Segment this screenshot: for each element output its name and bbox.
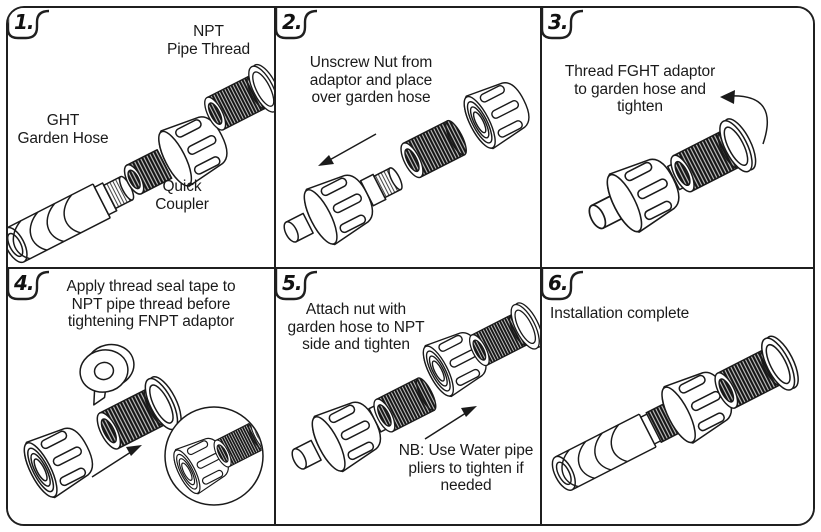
label-npt-pipe-thread: NPT Pipe Thread: [166, 23, 251, 58]
direction-arrow: [318, 133, 377, 166]
installation-complete-illustration: [546, 330, 806, 495]
hose-coupler-drawing: [280, 164, 403, 250]
step-panel-5: 5. Attach nut with garden hose to NPT si…: [276, 269, 542, 524]
step-panel-2: 2. Unscrew Nut from adaptor and place ov…: [276, 8, 542, 269]
direction-arrow: [91, 445, 142, 478]
step-badge: 2.: [276, 8, 320, 42]
step-badge-tab: [8, 8, 50, 40]
instruction-text: Thread FGHT adaptor to garden hose and t…: [564, 63, 716, 116]
assembled-inset: [164, 406, 264, 506]
unscrew-nut-illustration: [280, 72, 538, 250]
step-badge-tab: [542, 269, 584, 301]
final-assembly-drawing: [546, 330, 806, 495]
step-panel-6: 6. Installation complete: [542, 269, 813, 524]
step-badge: 3.: [542, 8, 586, 42]
label-ght-garden-hose: GHT Garden Hose: [17, 112, 109, 147]
exploded-parts-illustration: [8, 59, 274, 267]
step-number: 1.: [14, 10, 34, 34]
step-panel-4: 4. Apply thread seal tape to NPT pipe th…: [8, 269, 276, 524]
sheet-border: 1. NPT Pipe Thread GHT Garden Hose Quick…: [6, 6, 815, 526]
assembled-coupler-drawing: [585, 113, 763, 238]
instruction-text: Unscrew Nut from adaptor and place over …: [309, 54, 433, 107]
direction-arrow: [424, 406, 477, 440]
step-number: 3.: [548, 10, 568, 34]
step-badge: 6.: [542, 269, 586, 303]
note-text: NB: Use Water pipe pliers to tighten if …: [398, 442, 534, 495]
step-number: 6.: [548, 271, 568, 295]
quick-coupler-drawing: [123, 106, 237, 195]
step-number: 5.: [282, 271, 302, 295]
step-badge: 4.: [8, 269, 52, 303]
instruction-text: Apply thread seal tape to NPT pipe threa…: [66, 278, 236, 331]
hose-coupler-drawing: [288, 374, 441, 477]
step-number: 2.: [282, 10, 302, 34]
label-quick-coupler: Quick Coupler: [155, 178, 209, 213]
step-badge: 5.: [276, 269, 320, 303]
step-panel-1: 1. NPT Pipe Thread GHT Garden Hose Quick…: [8, 8, 276, 269]
seal-tape-illustration: [16, 339, 264, 506]
step-badge: 1.: [8, 8, 52, 42]
step-badge-tab: [276, 8, 318, 40]
instruction-text: Installation complete: [550, 305, 690, 322]
garden-hose-drawing: [8, 168, 140, 267]
attach-nut-illustration: [288, 269, 540, 477]
thread-adaptor-illustration: [585, 90, 768, 238]
loose-nut-drawing: [457, 72, 538, 154]
step-panel-3: 3. Thread FGHT adaptor to garden hose an…: [542, 8, 813, 269]
adaptor-threads-drawing: [395, 117, 471, 182]
instruction-text: Attach nut with garden hose to NPT side …: [287, 301, 425, 354]
rotation-arrow: [720, 90, 768, 145]
fnpt-nut-drawing: [16, 417, 102, 503]
step-badge-tab: [8, 269, 50, 301]
step-badge-tab: [542, 8, 584, 40]
step-number: 4.: [14, 271, 34, 295]
step-badge-tab: [276, 269, 318, 301]
